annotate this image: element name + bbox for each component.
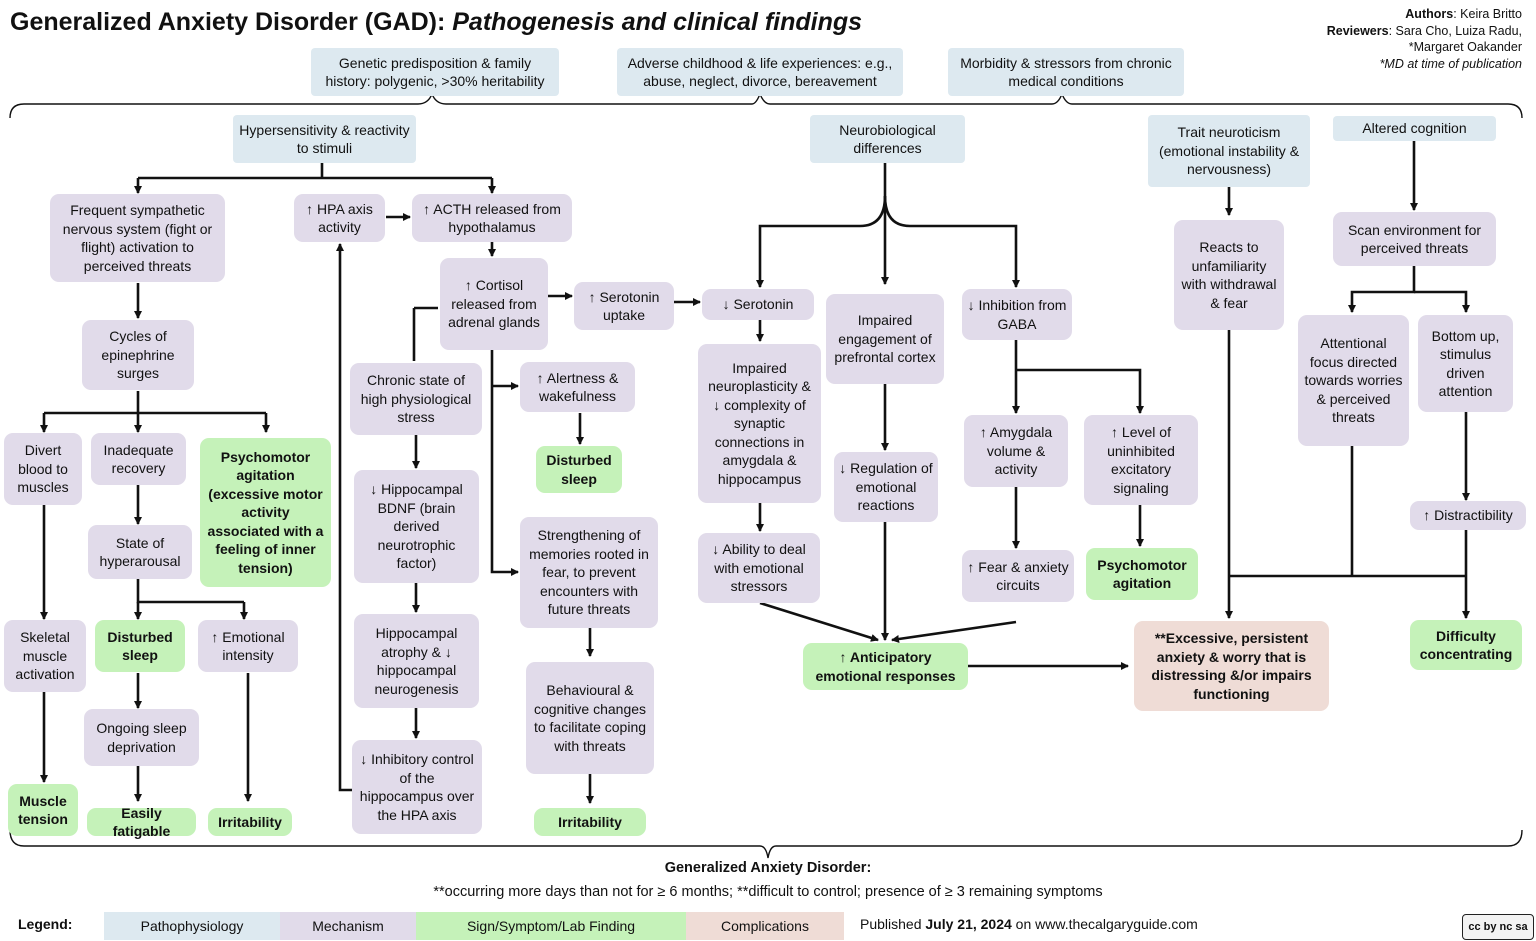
node-divert-blood: Divert blood to muscles	[4, 433, 82, 505]
node-difficulty-concentrating: Difficulty concentrating	[1410, 620, 1522, 670]
node-chronic-stress: Chronic state of high physiological stre…	[350, 363, 482, 435]
node-reacts-unfamiliarity: Reacts to unfamiliarity with withdrawal …	[1174, 220, 1284, 330]
page-title: Generalized Anxiety Disorder (GAD): Path…	[10, 8, 862, 37]
node-sympathetic: Frequent sympathetic nervous system (fig…	[50, 194, 225, 282]
cc-license-badge: cc by nc sa	[1462, 914, 1534, 940]
title-subtitle: Pathogenesis and clinical findings	[452, 8, 863, 36]
node-epinephrine: Cycles of epinephrine surges	[82, 320, 194, 390]
node-muscle-tension: Muscle tension	[8, 784, 78, 836]
node-adverse: Adverse childhood & life experiences: e.…	[617, 48, 903, 96]
node-irritability-1: Irritability	[208, 808, 292, 836]
node-psychomotor-agitation-2: Psychomotor agitation	[1086, 548, 1198, 600]
md-note: *MD at time of publication	[1379, 56, 1522, 71]
node-distractibility: ↑ Distractibility	[1410, 501, 1526, 530]
node-serotonin-decrease: ↓ Serotonin	[702, 289, 814, 320]
node-emotional-intensity: ↑ Emotional intensity	[198, 620, 298, 672]
node-excessive-anxiety: **Excessive, persistent anxiety & worry …	[1134, 621, 1329, 711]
node-anticipatory-responses: ↑ Anticipatory emotional responses	[803, 643, 968, 690]
node-excitatory-signaling: ↑ Level of uninhibited excitatory signal…	[1084, 415, 1198, 505]
authors-label: Authors	[1405, 7, 1454, 21]
node-neurobiological: Neurobiological differences	[810, 115, 965, 163]
node-emotion-regulation: ↓ Regulation of emotional reactions	[834, 452, 938, 522]
node-bottom-up-attention: Bottom up, stimulus driven attention	[1418, 315, 1513, 412]
footer-gad-title: Generalized Anxiety Disorder:	[664, 860, 872, 876]
node-neuroplasticity: Impaired neuroplasticity & ↓ complexity …	[698, 344, 821, 503]
node-memories-fear: Strengthening of memories rooted in fear…	[520, 517, 658, 628]
node-easily-fatigable: Easily fatigable	[87, 805, 196, 839]
node-prefrontal-cortex: Impaired engagement of prefrontal cortex	[826, 294, 944, 384]
legend-pathophysiology: Pathophysiology	[104, 912, 280, 940]
published-line: Published July 21, 2024 on www.thecalgar…	[860, 916, 1198, 932]
node-serotonin-uptake: ↑ Serotonin uptake	[574, 282, 674, 330]
node-inhibitory-control: ↓ Inhibitory control of the hippocampus …	[352, 740, 482, 834]
node-sleep-deprivation: Ongoing sleep deprivation	[84, 709, 199, 766]
authors-block: Authors: Keira Britto Reviewers: Sara Ch…	[1326, 7, 1522, 71]
title-main: Generalized Anxiety Disorder (GAD):	[10, 8, 453, 36]
node-hippocampal-bdnf: ↓ Hippocampal BDNF (brain derived neurot…	[354, 470, 479, 583]
node-trait-neuroticism: Trait neuroticism (emotional instability…	[1148, 115, 1310, 187]
node-fear-circuits: ↑ Fear & anxiety circuits	[962, 550, 1074, 602]
node-ability-to-cope: ↓ Ability to deal with emotional stresso…	[698, 533, 820, 603]
published-prefix: Published	[860, 916, 926, 932]
node-disturbed-sleep-1: Disturbed sleep	[95, 620, 185, 672]
published-date: July 21, 2024	[925, 916, 1012, 932]
node-inadequate-recovery: Inadequate recovery	[91, 433, 186, 485]
node-disturbed-sleep-2: Disturbed sleep	[536, 446, 622, 493]
node-alertness: ↑ Alertness & wakefulness	[520, 362, 635, 412]
reviewers-label: Reviewers	[1326, 23, 1389, 38]
node-gaba: ↓ Inhibition from GABA	[962, 289, 1072, 340]
node-scan-environment: Scan environment for perceived threats	[1333, 212, 1496, 266]
legend-label: Legend:	[18, 916, 73, 932]
node-amygdala: ↑ Amygdala volume & activity	[964, 415, 1068, 487]
node-cortisol: ↑ Cortisol released from adrenal glands	[440, 258, 548, 350]
node-behavioural-changes: Behavioural & cognitive changes to facil…	[526, 662, 654, 774]
reviewers-names-2: *Margaret Oakander	[1408, 40, 1522, 54]
node-altered-cognition: Altered cognition	[1333, 116, 1496, 141]
published-suffix: on www.thecalgaryguide.com	[1011, 916, 1198, 932]
node-psychomotor-agitation-1: Psychomotor agitation (excessive motor a…	[200, 438, 331, 587]
node-acth: ↑ ACTH released from hypothalamus	[412, 194, 572, 242]
node-hyperarousal: State of hyperarousal	[88, 525, 192, 579]
node-morbidity: Morbidity & stressors from chronic medic…	[948, 48, 1184, 96]
node-hippocampal-atrophy: Hippocampal atrophy & ↓ hippocampal neur…	[354, 614, 479, 708]
node-hpa-axis: ↑ HPA axis activity	[294, 194, 385, 242]
legend-mechanism: Mechanism	[280, 912, 416, 940]
node-hypersensitivity: Hypersensitivity & reactivity to stimuli	[233, 115, 416, 163]
node-skeletal-muscle: Skeletal muscle activation	[4, 620, 86, 692]
reviewers-names: Sara Cho, Luiza Radu,	[1395, 23, 1522, 38]
authors-names: Keira Britto	[1460, 7, 1522, 21]
flow-arrows	[40, 140, 1470, 804]
node-irritability-2: Irritability	[534, 808, 646, 836]
legend-sign-symptom: Sign/Symptom/Lab Finding	[416, 912, 686, 940]
node-attentional-focus: Attentional focus directed towards worri…	[1298, 315, 1409, 446]
node-genetic: Genetic predisposition & family history:…	[311, 48, 559, 96]
footer-criteria: **occurring more days than not for ≥ 6 m…	[433, 884, 1103, 900]
legend-complications: Complications	[686, 912, 844, 940]
